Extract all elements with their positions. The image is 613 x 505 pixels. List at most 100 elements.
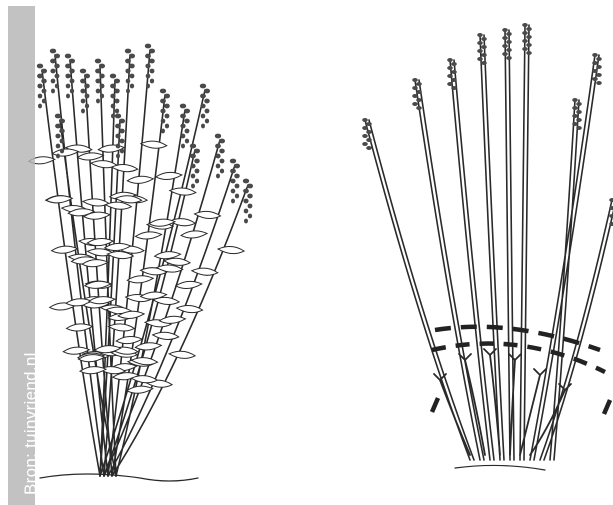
leaf bbox=[135, 343, 161, 350]
flower-bud bbox=[572, 114, 578, 118]
flower-bud bbox=[596, 65, 602, 69]
flower-bud bbox=[247, 194, 253, 199]
flower-bud bbox=[115, 114, 121, 119]
flower-bud bbox=[191, 174, 196, 179]
flower-bud bbox=[114, 89, 120, 94]
flower-bud bbox=[230, 169, 236, 174]
flower-bud bbox=[609, 214, 613, 218]
flower-bud bbox=[119, 129, 125, 134]
flower-bud bbox=[200, 94, 206, 99]
flower-bud bbox=[215, 144, 221, 149]
flower-bud bbox=[96, 99, 100, 104]
flower-bud bbox=[366, 122, 372, 126]
flower-bud bbox=[180, 124, 185, 129]
flower-bud bbox=[481, 37, 487, 41]
flower-bud bbox=[506, 40, 512, 44]
flower-bud bbox=[66, 84, 71, 89]
flower-bud bbox=[230, 159, 236, 164]
base-branch bbox=[440, 380, 470, 455]
flower-bud bbox=[362, 134, 368, 138]
leaf bbox=[105, 202, 131, 209]
base-branch bbox=[530, 390, 565, 455]
flower-bud bbox=[149, 49, 155, 54]
flower-bud bbox=[416, 82, 422, 86]
leaf bbox=[141, 141, 167, 148]
flower-bud bbox=[244, 219, 248, 224]
leaf bbox=[177, 305, 203, 312]
flower-bud bbox=[609, 198, 613, 202]
flower-bud bbox=[41, 69, 47, 74]
flower-bud bbox=[60, 139, 65, 144]
flower-bud bbox=[412, 102, 418, 106]
flower-bud bbox=[110, 94, 115, 99]
flower-bud bbox=[50, 59, 56, 64]
flower-bud bbox=[99, 74, 105, 79]
leaf bbox=[192, 268, 218, 275]
flower-bud bbox=[65, 74, 70, 79]
flower-bud bbox=[37, 84, 42, 89]
flower-bud bbox=[231, 199, 235, 204]
flower-bud bbox=[205, 109, 210, 114]
flower-bud bbox=[220, 159, 225, 164]
flower-bud bbox=[56, 144, 61, 149]
flower-bud bbox=[447, 58, 453, 62]
leaf bbox=[159, 316, 185, 323]
flower-bud bbox=[243, 189, 249, 194]
shrub-before-pruning bbox=[29, 44, 253, 481]
flower-bud bbox=[150, 69, 155, 74]
flower-bud bbox=[506, 48, 512, 52]
flower-bud bbox=[366, 146, 372, 150]
flower-bud bbox=[180, 104, 186, 109]
leaf bbox=[80, 367, 106, 374]
flower-bud bbox=[181, 134, 186, 139]
flower-bud bbox=[111, 104, 116, 109]
flower-bud bbox=[502, 28, 508, 32]
leaf bbox=[66, 324, 92, 331]
flower-bud bbox=[506, 32, 512, 36]
leaf bbox=[46, 196, 72, 203]
flower-bud bbox=[165, 114, 170, 119]
flower-bud bbox=[125, 49, 131, 54]
flower-bud bbox=[362, 142, 368, 146]
flower-bud bbox=[201, 114, 206, 119]
flower-bud bbox=[55, 74, 60, 79]
flower-bud bbox=[85, 104, 89, 109]
flower-bud bbox=[70, 79, 75, 84]
flower-bud bbox=[130, 84, 134, 89]
flower-bud bbox=[572, 122, 578, 126]
flower-bud bbox=[115, 134, 120, 139]
stem-edge bbox=[369, 120, 474, 460]
flower-bud bbox=[65, 54, 71, 59]
flower-bud bbox=[160, 89, 166, 94]
flower-bud bbox=[65, 64, 71, 69]
flower-bud bbox=[42, 89, 47, 94]
flower-bud bbox=[502, 36, 508, 40]
flower-bud bbox=[190, 154, 196, 159]
flower-bud bbox=[235, 184, 240, 189]
flower-bud bbox=[95, 59, 101, 64]
flower-bud bbox=[165, 124, 169, 129]
flower-bud bbox=[204, 89, 210, 94]
flower-bud bbox=[243, 199, 248, 204]
flower-bud bbox=[216, 164, 221, 169]
flower-bud bbox=[120, 139, 125, 144]
flower-bud bbox=[161, 129, 165, 134]
flower-bud bbox=[111, 114, 115, 119]
flower-bud bbox=[522, 39, 528, 43]
flower-bud bbox=[219, 139, 225, 144]
leaf bbox=[116, 337, 142, 344]
flower-bud bbox=[60, 149, 64, 154]
flower-bud bbox=[195, 169, 200, 174]
flower-bud bbox=[129, 64, 135, 69]
flower-bud bbox=[451, 62, 457, 66]
flower-bud bbox=[194, 149, 200, 154]
flower-bud bbox=[161, 119, 166, 124]
flower-bud bbox=[99, 64, 105, 69]
flower-bud bbox=[502, 44, 508, 48]
flower-bud bbox=[477, 33, 483, 37]
flower-bud bbox=[125, 59, 131, 64]
flower-bud bbox=[230, 179, 235, 184]
flower-bud bbox=[146, 84, 150, 89]
flower-bud bbox=[81, 99, 86, 104]
